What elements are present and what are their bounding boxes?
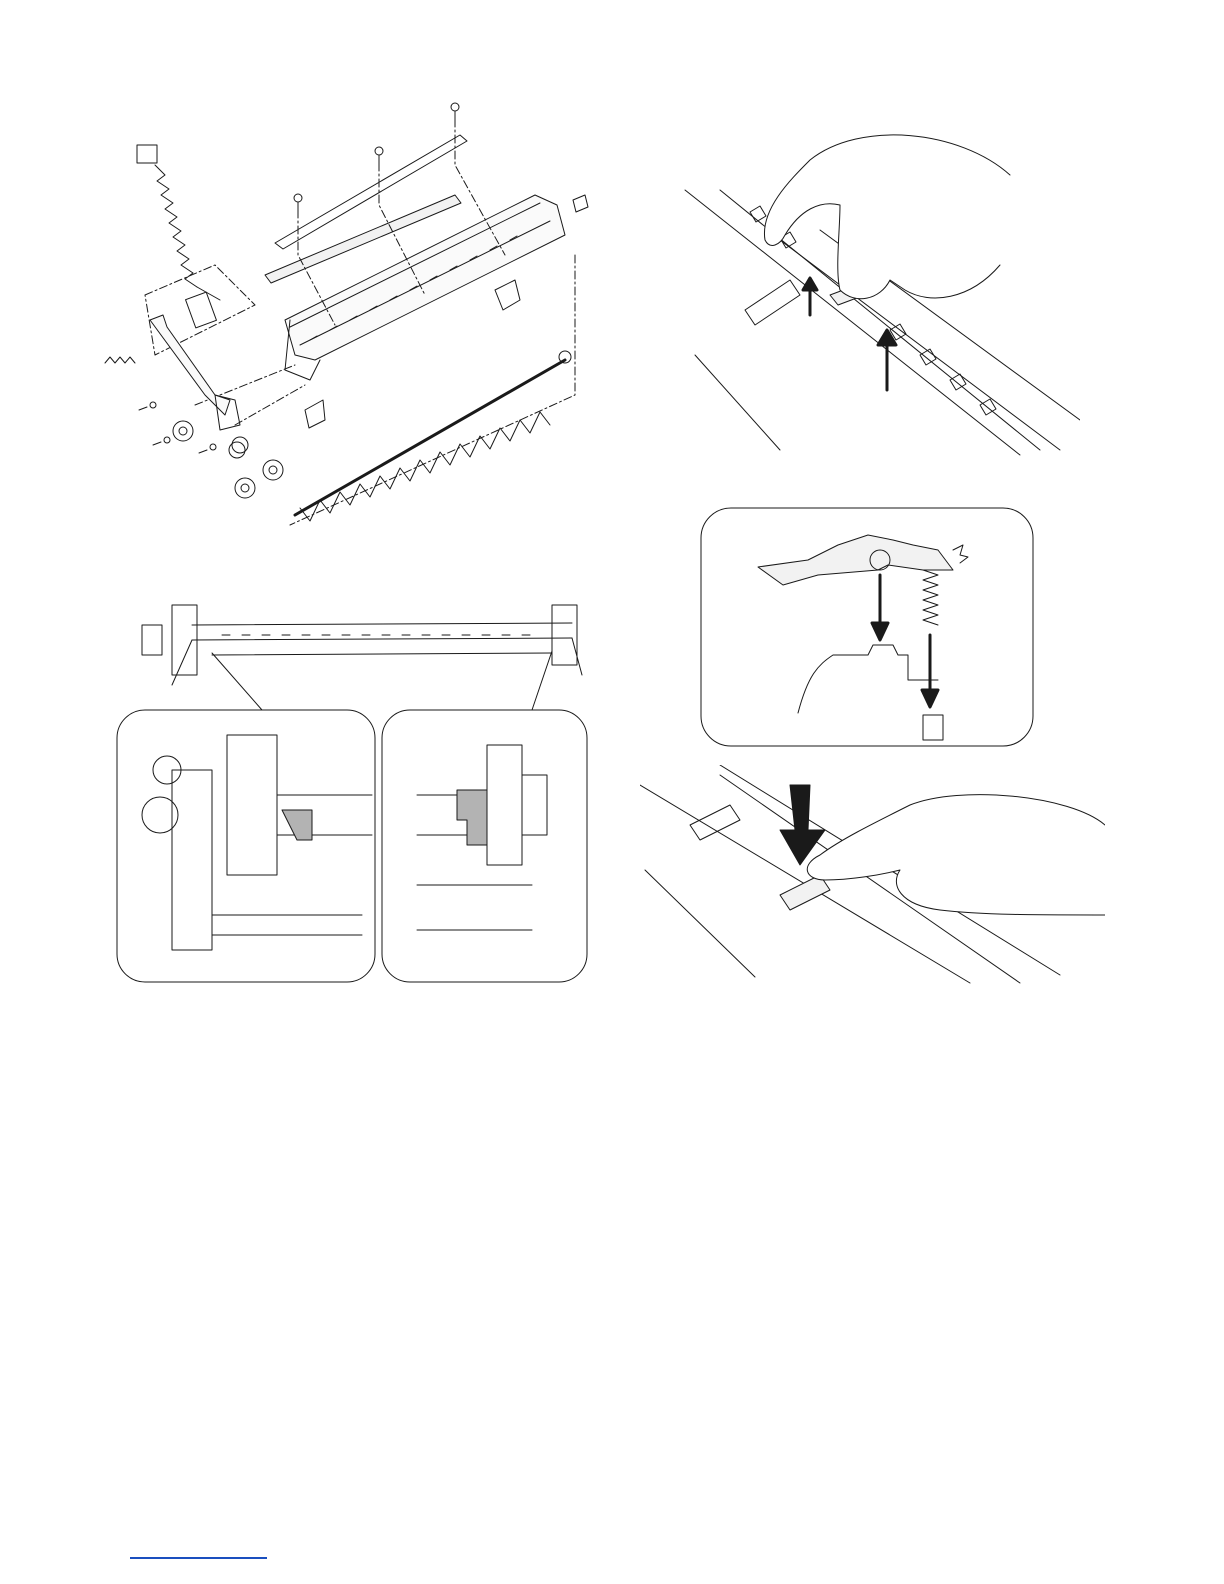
screw-icon bbox=[139, 402, 216, 453]
arrow-down-icon bbox=[872, 575, 938, 707]
holder-icon bbox=[798, 645, 938, 713]
lever-arm-icon bbox=[150, 292, 240, 430]
bushing-icon bbox=[573, 195, 588, 212]
bearing-left-icon bbox=[142, 735, 372, 950]
arrow-down-icon bbox=[780, 785, 825, 865]
lever-spring-detail-figure bbox=[698, 505, 1038, 750]
bearing-right-icon bbox=[417, 745, 547, 930]
hand-removing-lever-drawing bbox=[640, 130, 1080, 460]
hand-pressing-lever-figure bbox=[640, 765, 1105, 985]
hand-icon bbox=[764, 135, 1010, 299]
lever-spring-detail-drawing bbox=[698, 505, 1038, 750]
roller-unit-detail-figure bbox=[112, 595, 592, 985]
lever-icon bbox=[745, 280, 800, 325]
hand-pressing-lever-drawing bbox=[640, 765, 1105, 985]
hand-removing-lever-figure bbox=[640, 130, 1080, 460]
spring-seat-icon bbox=[923, 715, 943, 740]
spiral-spring-icon bbox=[137, 145, 220, 300]
lever-icon bbox=[758, 535, 953, 585]
gear-icon bbox=[173, 421, 283, 498]
callout-line bbox=[212, 653, 262, 710]
exploded-view-drawing bbox=[95, 95, 605, 535]
spring-icon bbox=[923, 570, 938, 625]
spiral-roller-icon bbox=[295, 351, 571, 521]
main-frame-icon bbox=[285, 195, 565, 360]
roller-unit-icon bbox=[142, 605, 582, 685]
callout-line bbox=[532, 651, 552, 710]
lever-icon bbox=[690, 805, 740, 840]
left-detail-panel bbox=[117, 710, 375, 982]
exploded-view-figure bbox=[95, 95, 605, 535]
gear-teeth-icon bbox=[953, 545, 968, 563]
hand-icon bbox=[807, 795, 1105, 915]
right-detail-panel bbox=[382, 710, 587, 982]
roller-unit-detail-drawing bbox=[112, 595, 592, 985]
compression-spring-icon bbox=[105, 357, 135, 363]
footer-link-rule bbox=[130, 1557, 267, 1559]
